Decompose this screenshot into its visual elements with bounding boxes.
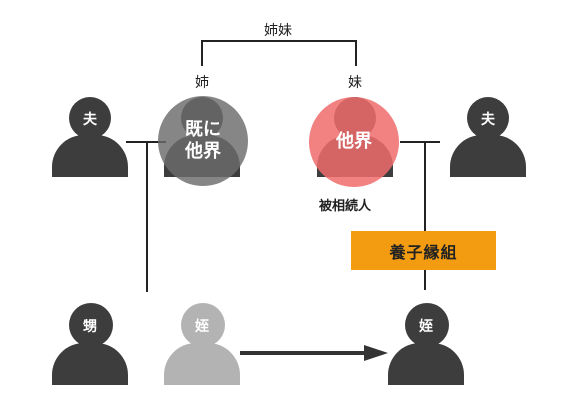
- sibling-bracket: [201, 40, 357, 66]
- elder-deceased-overlay: 既に他界: [158, 96, 248, 186]
- elder-deceased-text: 既に他界: [185, 119, 221, 162]
- nephew: 甥: [52, 303, 128, 385]
- left-husband: 夫: [52, 97, 128, 177]
- younger-deceased-overlay: 他界: [309, 97, 399, 187]
- elder-sister-label: 姉: [195, 75, 209, 91]
- siblings-label: 姉妹: [264, 23, 292, 39]
- niece-faded-label: 姪: [195, 319, 209, 335]
- niece-adopted-label: 姪: [419, 319, 433, 335]
- younger-sister-label: 妹: [348, 75, 362, 91]
- left-husband-label: 夫: [83, 112, 97, 128]
- nephew-label: 甥: [83, 319, 97, 335]
- right-husband-label: 夫: [481, 112, 495, 128]
- niece-faded: 姪: [164, 303, 240, 385]
- right-husband: 夫: [450, 97, 526, 177]
- younger-deceased-text: 他界: [336, 131, 372, 152]
- adoption-arrow-head: [364, 345, 388, 361]
- adoption-badge: 養子縁組: [351, 231, 496, 270]
- decedent-label: 被相続人: [319, 199, 372, 214]
- niece-adopted: 姪: [388, 303, 464, 385]
